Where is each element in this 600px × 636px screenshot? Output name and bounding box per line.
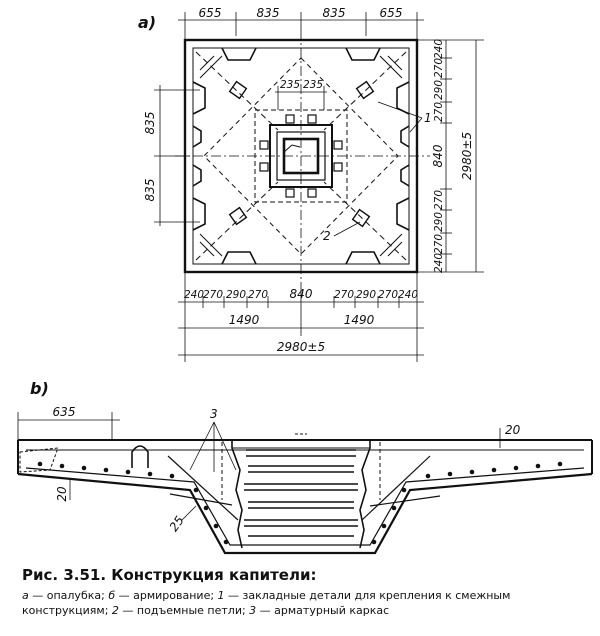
bottom-dim: 840 — [290, 287, 313, 301]
callout-2: 2 — [323, 229, 331, 243]
callout-3-leaders — [189, 421, 237, 472]
right-dim: 270 — [433, 234, 445, 254]
callout-3: 3 — [210, 407, 218, 421]
callout-1: 1 — [424, 111, 432, 125]
bottom-dim: 240 — [398, 289, 418, 301]
left-dim: 835 — [143, 179, 157, 202]
bottom-dim: 270 — [334, 289, 354, 301]
half-dim: 1490 — [229, 313, 260, 327]
plan-view — [154, 12, 484, 362]
corner-rebar — [199, 55, 403, 257]
section-view — [17, 412, 593, 555]
plan-socket-rebar — [283, 144, 301, 153]
diagonal-bars — [167, 455, 441, 521]
legend-key: б — [108, 589, 116, 602]
caption-title: Рис. 3.51. Конструкция капители: — [22, 566, 317, 584]
section-dim-635 — [17, 412, 120, 440]
right-dim-line — [417, 39, 484, 273]
top-dim: 655 — [199, 6, 222, 20]
socket-right-wall — [359, 440, 371, 549]
top-dim: 835 — [257, 6, 280, 20]
callout-1-leader-b — [377, 101, 423, 119]
rebar-dots — [37, 461, 563, 545]
section-dim-20 — [69, 428, 501, 500]
right-dim: 840 — [431, 144, 445, 167]
callout-2-leader — [333, 221, 361, 237]
capital-drawing: а) 655 835 835 655 235 235 835 835 240 2… — [17, 6, 593, 555]
socket-left-wall — [231, 440, 243, 549]
plan-diamond — [203, 57, 399, 255]
top-dim-line — [178, 12, 424, 40]
lifting-loop-section — [131, 445, 149, 468]
bottom-dim-line — [178, 272, 424, 362]
right-dim: 290 — [433, 80, 445, 100]
plan-labels: а) 655 835 835 655 235 235 835 835 240 2… — [138, 6, 474, 354]
bottom-dim: 290 — [356, 289, 376, 301]
bottom-dim: 270 — [378, 289, 398, 301]
legend-text: — подъемные петли; — [118, 604, 250, 617]
edge-keys — [192, 47, 410, 265]
legend-key: а — [22, 589, 29, 602]
section-label: b) — [30, 379, 49, 398]
half-dim: 1490 — [344, 313, 375, 327]
legend-key: 3 — [249, 604, 257, 617]
callout-1-leader — [409, 117, 423, 133]
lifting-loops — [228, 80, 375, 228]
bottom-dim: 270 — [248, 289, 268, 301]
top-dim: 835 — [323, 6, 346, 20]
plan-diagonal — [195, 51, 279, 131]
top-dim: 655 — [380, 6, 403, 20]
section-labels: b) 635 20 20 25 3 — [30, 379, 521, 534]
overall-bottom-dim: 2980±5 — [277, 340, 325, 354]
right-dim: 240 — [433, 39, 445, 59]
section-dashes — [221, 442, 381, 500]
bottom-dim: 270 — [203, 289, 223, 301]
legend-text: — закладные детали для крепления к смежн… — [22, 589, 511, 617]
figure-caption: Рис. 3.51. Конструкция капители: а — опа… — [22, 566, 582, 618]
plan-socket-mid — [276, 131, 326, 181]
inner-dim: 235 — [280, 79, 300, 91]
section-dim: 635 — [53, 405, 76, 419]
left-dim: 835 — [143, 112, 157, 135]
section-rebar-profile — [25, 467, 585, 546]
plan-diagonal — [323, 181, 407, 261]
right-dim: 270 — [433, 190, 445, 210]
inner-dim-line — [275, 86, 327, 110]
plan-socket-inner — [282, 137, 320, 175]
section-dim-25-leader — [181, 505, 197, 521]
socket-embeds — [259, 114, 343, 198]
right-dim: 290 — [433, 212, 445, 232]
plan-label: а) — [138, 13, 156, 32]
legend-text: — арматурный каркас — [256, 604, 390, 617]
plan-diagonal — [195, 181, 279, 261]
bottom-dim: 240 — [184, 289, 204, 301]
right-dim: 270 — [433, 58, 445, 78]
right-dim: 270 — [433, 102, 445, 122]
left-dim-line — [154, 85, 200, 226]
section-dim: 25 — [167, 513, 187, 534]
top-slab-hatch — [231, 439, 371, 449]
right-dim: 240 — [433, 253, 445, 273]
socket-grooves — [244, 449, 358, 537]
section-profile — [17, 472, 593, 555]
plan-diagonal — [323, 51, 407, 131]
section-dim: 20 — [505, 423, 521, 437]
legend-text: — опалубка; — [28, 589, 109, 602]
section-dim: 20 — [55, 486, 69, 502]
plan-socket-outer — [269, 124, 333, 188]
legend-key: 1 — [217, 589, 225, 602]
legend-text: — армирование; — [115, 589, 218, 602]
inner-dim: 235 — [303, 79, 323, 91]
overall-right-dim: 2980±5 — [460, 132, 474, 180]
bottom-dim: 290 — [226, 289, 246, 301]
left-embed — [19, 447, 59, 473]
caption-legend: а — опалубка; б — армирование; 1 — закла… — [22, 588, 582, 618]
legend-key: 2 — [111, 604, 119, 617]
